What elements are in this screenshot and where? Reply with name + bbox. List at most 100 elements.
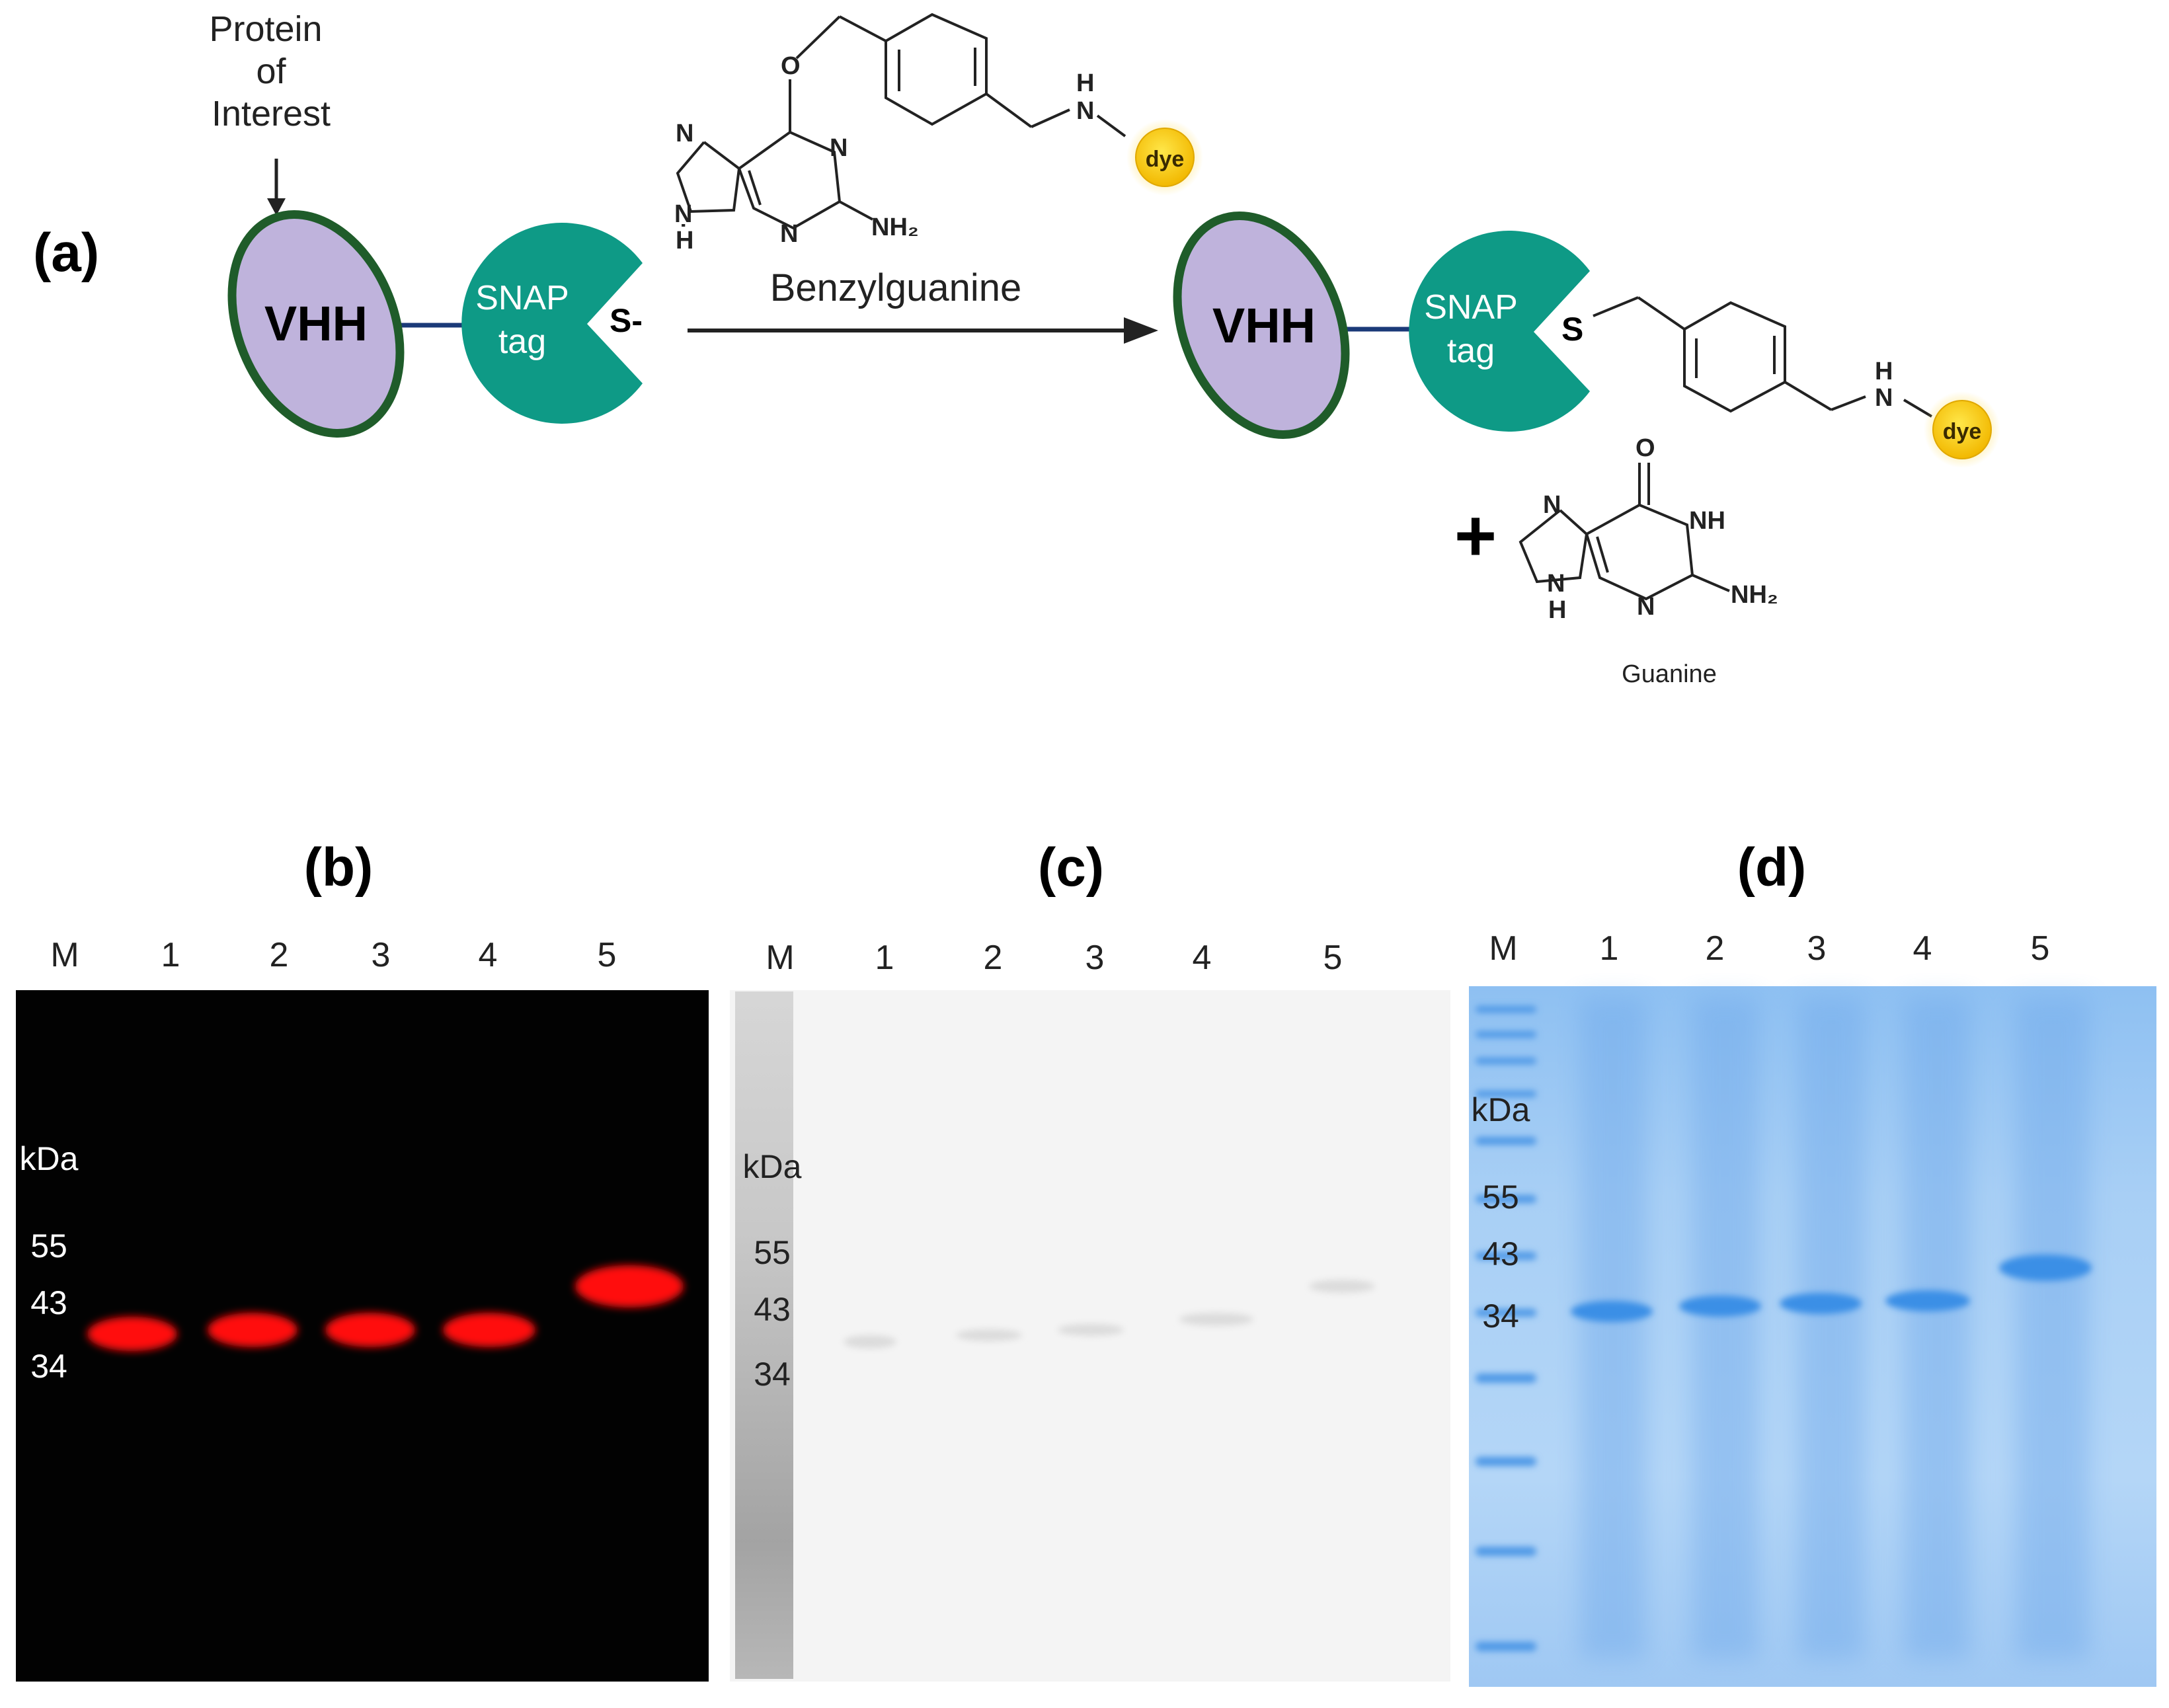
gel-b-lane-1: 1 [161, 936, 180, 974]
gel-d-lane-smears [1580, 998, 2089, 1659]
protein-of-interest-line-3: Interest [212, 94, 331, 134]
gel-c-mw-43: 43 [754, 1291, 791, 1328]
panel-c-label: (c) [1038, 837, 1104, 898]
gel-b-lane-3: 3 [372, 936, 391, 974]
dye-label-top: dye [1146, 147, 1185, 172]
panel-b: (b) M 1 2 3 4 5 kDa 55 43 34 [16, 837, 709, 1682]
panel-d: (d) M 1 2 3 4 5 [1469, 837, 2156, 1687]
panel-a: (a) Protein of Interest VHH SNAP tag S- [33, 9, 2000, 688]
gel-b-band-4 [443, 1313, 535, 1347]
atom-n-ring: Ṇ [674, 200, 692, 228]
gel-b-lane-4: 4 [479, 936, 498, 974]
gel-c-kda: kDa [743, 1148, 802, 1185]
gel-d-band-3 [1780, 1293, 1862, 1314]
plus-sign: + [1454, 495, 1497, 576]
gel-d-lane-5: 5 [2031, 929, 2050, 968]
snap-tag-left [461, 223, 643, 424]
gel-b-kda: kDa [20, 1140, 79, 1177]
atom-nh2-1: NH₂ [871, 214, 919, 241]
atom-nh2-g: NH₂ [1731, 581, 1778, 609]
atom-h-2: H [1875, 358, 1893, 385]
vhh-domain-right [1173, 212, 1350, 439]
gel-d-band-1 [1571, 1301, 1653, 1322]
atom-h-ring: H [676, 227, 693, 254]
atom-o-guanine: O [1636, 434, 1655, 462]
atom-n-4: N [1076, 97, 1094, 125]
snap-tag-right [1409, 230, 1590, 432]
guanine-structure [1518, 463, 1730, 601]
gel-c-lane-1: 1 [875, 939, 894, 977]
gel-b-mw-34: 34 [30, 1348, 67, 1385]
gel-d-kda: kDa [1472, 1091, 1530, 1128]
panel-c: (c) M 1 2 3 4 5 kDa 55 43 34 [730, 837, 1450, 1682]
snap-label-left-2: tag [498, 323, 546, 361]
vhh-label-right: VHH [1212, 298, 1316, 353]
gel-d-bands [1571, 1255, 2092, 1322]
thioether-label: S [1561, 311, 1583, 348]
atom-n-5: N [1875, 384, 1893, 412]
protein-of-interest-line-2: of [256, 52, 286, 91]
atom-n-1: N [676, 120, 693, 147]
gel-b-mw-43: 43 [30, 1284, 67, 1321]
gel-d-mw-43: 43 [1482, 1235, 1519, 1272]
gel-d-lane-1: 1 [1600, 929, 1619, 968]
gel-d-band-2 [1679, 1296, 1761, 1317]
gel-c-faint-bands [844, 1280, 1375, 1348]
dye-label-right: dye [1943, 419, 1982, 444]
gel-c-image [730, 990, 1450, 1682]
gel-d-mw-34: 34 [1482, 1298, 1519, 1335]
dye-top: dye [1126, 119, 1203, 196]
atom-h-1: H [1076, 69, 1094, 97]
vhh-label-left: VHH [264, 296, 368, 351]
gel-c-marker-lane [735, 991, 793, 1679]
atom-n-g3: N [1637, 593, 1655, 621]
gel-b-band-2 [208, 1313, 297, 1347]
snap-label-right-2: tag [1447, 332, 1495, 370]
gel-b-band-5 [575, 1265, 684, 1307]
benzyl-thioether-structure [1593, 296, 1933, 418]
atom-nh-g: NH [1689, 507, 1725, 535]
panel-a-label: (a) [33, 223, 99, 283]
reaction-arrow-icon [688, 317, 1158, 344]
gel-d-lane-4: 4 [1913, 929, 1932, 968]
dye-right: dye [1924, 391, 2000, 468]
gel-b-lane-2: 2 [270, 936, 289, 974]
gel-c-lane-4: 4 [1193, 939, 1212, 977]
gel-d-mw-55: 55 [1482, 1179, 1519, 1216]
snap-label-right-1: SNAP [1424, 288, 1518, 327]
gel-b-bands [87, 1265, 684, 1351]
atom-n-2: N [830, 134, 848, 162]
gel-c-lane-2: 2 [984, 939, 1003, 977]
gel-d-marker-ladder [1476, 1006, 1536, 1651]
guanine-label: Guanine [1622, 660, 1717, 688]
gel-b-lane-5: 5 [598, 936, 617, 974]
panel-b-label: (b) [304, 837, 374, 898]
atom-n-g1: N [1543, 491, 1561, 519]
gel-c-lane-5: 5 [1323, 939, 1343, 977]
atom-n-3: N [780, 220, 798, 248]
gel-b-band-1 [87, 1317, 177, 1351]
atom-h-g: H [1548, 596, 1566, 624]
reaction-label: Benzylguanine [770, 266, 1022, 309]
thiolate-label: S- [610, 302, 643, 339]
vhh-domain-left [227, 210, 405, 438]
gel-b-band-3 [325, 1313, 415, 1347]
benzylguanine-structure [676, 13, 1126, 230]
gel-d-lane-3: 3 [1807, 929, 1827, 968]
atom-n-g2: N [1547, 570, 1565, 598]
panel-d-label: (d) [1737, 837, 1807, 898]
gel-d-band-4 [1885, 1290, 1970, 1311]
benzylguanine-atoms: O N N N Ṇ H NH₂ H N [674, 52, 1094, 254]
gel-c-lane-3: 3 [1085, 939, 1105, 977]
gel-d-lane-m: M [1489, 929, 1517, 968]
guanine-atoms: O N NH N H N NH₂ [1543, 434, 1778, 624]
gel-c-lane-m: M [766, 939, 794, 977]
gel-b-mw-55: 55 [30, 1227, 67, 1264]
gel-c-mw-55: 55 [754, 1234, 791, 1271]
snap-label-left-1: SNAP [475, 279, 569, 317]
protein-of-interest-line-1: Protein [209, 9, 322, 49]
gel-d-lane-2: 2 [1706, 929, 1725, 968]
gel-c-mw-34: 34 [754, 1356, 791, 1393]
gel-d-band-5 [1999, 1255, 2092, 1281]
down-arrow-icon [267, 159, 286, 215]
